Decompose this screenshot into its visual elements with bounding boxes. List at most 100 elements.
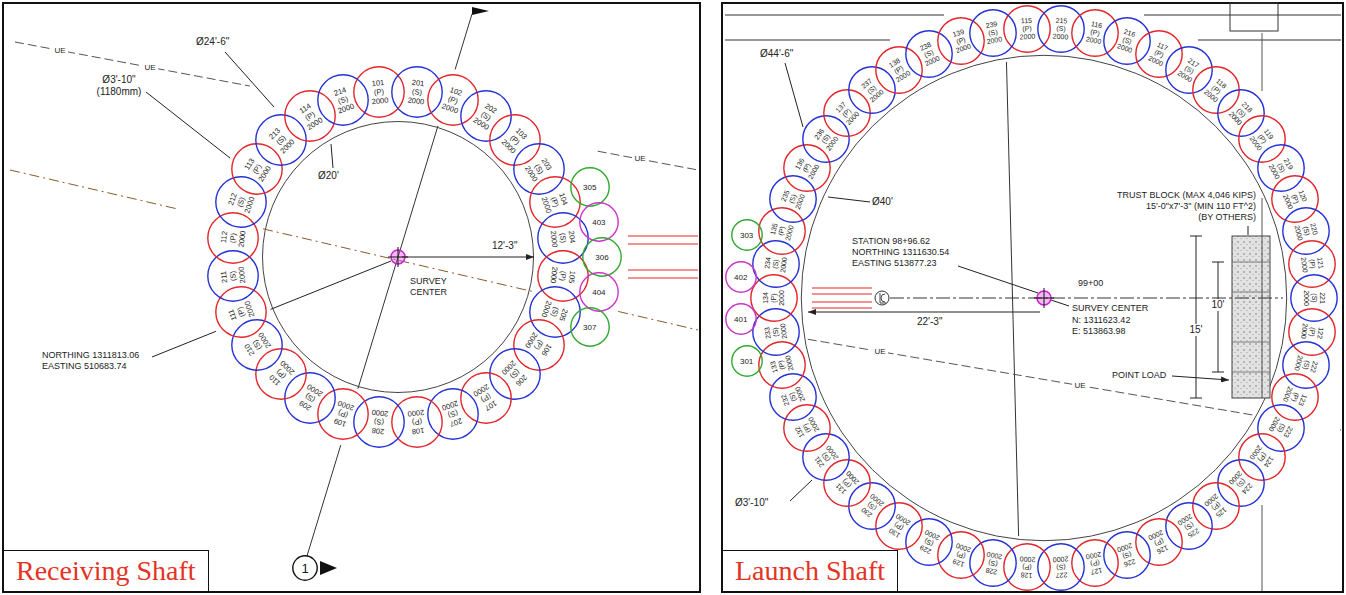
secant-pile: 128(P)2000 bbox=[1003, 543, 1051, 591]
dimension-label: 12'-3" bbox=[490, 240, 519, 252]
centerline-symbol bbox=[880, 293, 886, 303]
pile-length: 2000 bbox=[1020, 555, 1036, 564]
pile-number: 215 bbox=[1053, 16, 1069, 25]
circle-text: 113(P)2000 bbox=[242, 154, 274, 182]
circle-text: 115(P)2000 bbox=[1019, 16, 1036, 41]
pile-length: 2000 bbox=[1085, 550, 1102, 561]
pile-number: 403 bbox=[592, 217, 605, 226]
site-line bbox=[1262, 33, 1263, 91]
circle-outline bbox=[538, 213, 588, 263]
survey-center-marker bbox=[398, 247, 399, 267]
pile-number: 204 bbox=[566, 229, 577, 247]
circle-text: 104(P)2000 bbox=[539, 190, 570, 215]
circle-outline bbox=[318, 388, 368, 438]
secant-pile: 207(S)2000 bbox=[427, 388, 479, 440]
circle-outline bbox=[1257, 405, 1303, 451]
circle-outline bbox=[1193, 67, 1239, 113]
leader-line bbox=[790, 480, 812, 501]
leader-line bbox=[958, 266, 1038, 293]
leader-line bbox=[271, 261, 391, 309]
secant-pile: 215(S)2000 bbox=[1037, 5, 1085, 53]
secant-pile: 201(S)2000 bbox=[391, 66, 443, 118]
circle-text: 103(P)2000 bbox=[500, 124, 531, 155]
secant-pile: 227(S)2000 bbox=[1037, 543, 1085, 591]
secant-pile: 138(P)2000 bbox=[875, 46, 923, 94]
secant-pile: 232(S)2000 bbox=[769, 373, 817, 421]
centerline-symbol bbox=[875, 291, 889, 305]
circle-outline bbox=[529, 287, 579, 337]
leader-line bbox=[152, 331, 216, 357]
circle-outline bbox=[937, 532, 983, 578]
thrust-block-joint bbox=[1232, 372, 1270, 373]
circle-outline bbox=[1104, 18, 1150, 64]
circle-outline bbox=[1071, 10, 1117, 56]
secant-pile: 136(P)2000 bbox=[783, 144, 831, 192]
circle-outline bbox=[726, 262, 756, 292]
pile-number: 401 bbox=[734, 315, 747, 324]
circle-text: 403 bbox=[592, 217, 605, 226]
pile-number: 305 bbox=[583, 183, 596, 192]
tunnel-line bbox=[628, 278, 698, 279]
circle-text: 216(S)2000 bbox=[1116, 27, 1138, 55]
survey-line bbox=[455, 14, 472, 69]
circle-text: 301 bbox=[740, 357, 753, 366]
secant-pile: 114(P)2000 bbox=[284, 90, 336, 142]
circle-outline bbox=[461, 372, 511, 422]
circle-text: 218(S)2000 bbox=[1227, 99, 1255, 127]
circle-outline bbox=[1038, 5, 1084, 51]
circle-text: 130(P)2000 bbox=[886, 512, 912, 541]
dimension-line bbox=[402, 257, 534, 258]
thrust-block-joint bbox=[1232, 262, 1270, 263]
tunnel-eye-pile: 305 bbox=[570, 167, 610, 207]
secant-pile: 105(P)2000 bbox=[537, 250, 589, 302]
utility-tag: UE bbox=[632, 154, 647, 164]
circle-text: 209(S)2000 bbox=[295, 382, 323, 414]
circle-outline bbox=[726, 304, 756, 334]
secant-pile: 127(P)2000 bbox=[1071, 539, 1119, 587]
secant-pile: 121(P)2000 bbox=[1288, 240, 1336, 288]
circle-text: 225(S)2000 bbox=[1176, 512, 1202, 541]
pile-number: 128 bbox=[1019, 571, 1035, 580]
circle-text: 106(P)2000 bbox=[523, 331, 555, 359]
coordinate-note: NORTHING 1311813.06 EASTING 510683.74 bbox=[42, 350, 164, 372]
circle-text: 227(S)2000 bbox=[1052, 555, 1069, 580]
secant-pile: 126(P)2000 bbox=[1135, 518, 1183, 566]
pile-type: (S) bbox=[1310, 290, 1318, 306]
secant-pile: 210(S)2000 bbox=[231, 319, 283, 371]
tunnel-eye-pile: 303 bbox=[731, 219, 763, 251]
secant-pile: 226(S)2000 bbox=[1103, 531, 1151, 579]
leader-line bbox=[785, 63, 803, 127]
section-marker: 1 bbox=[292, 555, 318, 581]
circle-text: 120(P)2000 bbox=[1281, 187, 1309, 210]
circle-outline bbox=[759, 342, 805, 388]
tunnel-line bbox=[628, 236, 698, 237]
secant-pile: 104(P)2000 bbox=[529, 176, 581, 228]
thrust-block-joint bbox=[1232, 292, 1270, 293]
circle-text: 236(S)2000 bbox=[811, 126, 840, 153]
circle-outline bbox=[1239, 116, 1285, 162]
circle-text: 305 bbox=[583, 183, 596, 192]
tunnel-eye-pile: 306 bbox=[582, 237, 622, 277]
circle-text: 208(S)2000 bbox=[370, 408, 390, 437]
circle-text: 226(S)2000 bbox=[1116, 541, 1138, 569]
pile-length: 2000 bbox=[237, 266, 248, 284]
circle-text: 215(S)2000 bbox=[1052, 16, 1069, 41]
thrust-block bbox=[1232, 236, 1270, 398]
tunnel-line bbox=[812, 294, 872, 295]
circle-text: 228(S)2000 bbox=[984, 550, 1004, 576]
panel-frame bbox=[722, 3, 1343, 592]
secant-pile: 132(P)2000 bbox=[783, 404, 831, 452]
pile-length: 2000 bbox=[407, 408, 425, 419]
secant-pile: 211(S)2000 bbox=[207, 250, 259, 302]
pile-number: 228 bbox=[984, 566, 1001, 577]
dimension-label: 15' bbox=[1187, 324, 1204, 336]
circle-text: 131(P)2000 bbox=[833, 469, 861, 497]
secant-pile: 222(S)2000 bbox=[1282, 341, 1330, 389]
circle-text: 203(S)2000 bbox=[523, 154, 555, 182]
pile-number: 105 bbox=[566, 268, 577, 286]
circle-outline bbox=[583, 238, 621, 276]
circle-text: 107(P)2000 bbox=[472, 382, 500, 414]
survey-center-label: SURVEY CENTER bbox=[410, 276, 454, 298]
